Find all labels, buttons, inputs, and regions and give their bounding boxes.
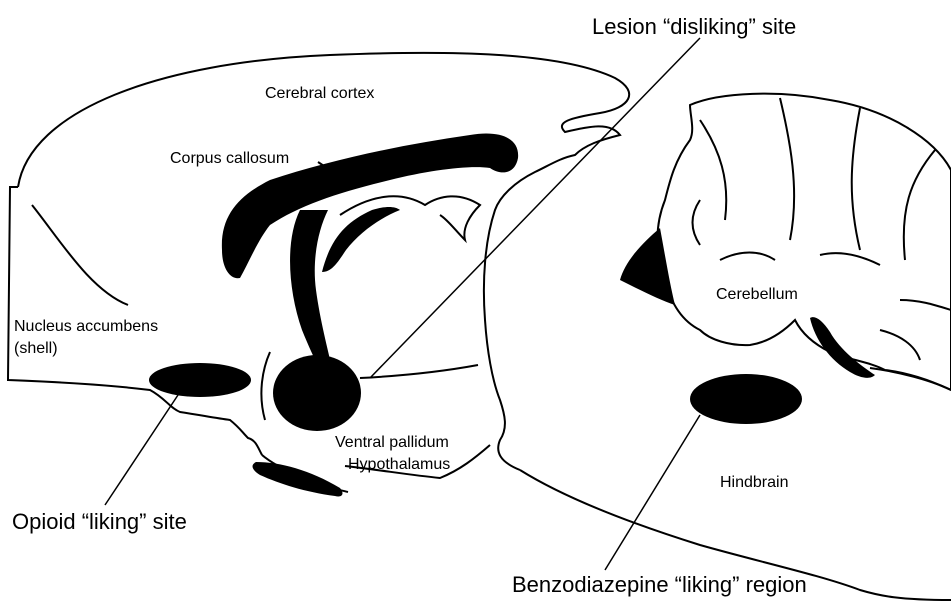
thalamus-boundary [360, 365, 478, 378]
cerebral-cortex-label: Cerebral cortex [265, 85, 374, 103]
cerebellum-label: Cerebellum [716, 286, 798, 304]
cortical-sulcus-line [32, 205, 128, 305]
opioid-liking-site-label: Opioid “liking” site [12, 509, 187, 534]
hindbrain-upper-outline [870, 368, 951, 390]
fornix-band [290, 210, 332, 370]
lesion-disliking-site-marker[interactable] [273, 355, 361, 431]
opioid-liking-site-marker[interactable] [149, 363, 251, 397]
lesion-callout-line [370, 38, 700, 378]
hindbrain-label: Hindbrain [720, 474, 788, 492]
benzodiazepine-liking-region-marker[interactable] [690, 374, 802, 424]
hypothalamus-label: Hypothalamus [348, 456, 450, 474]
cerebellum-folia [693, 98, 951, 360]
nucleus-accumbens-sub-label: (shell) [14, 340, 58, 358]
ventral-pallidum-label: Ventral pallidum [335, 434, 449, 452]
cerebellum-dark-region [620, 228, 675, 305]
lateral-ventricle [322, 207, 400, 272]
pallidum-boundary [261, 352, 270, 420]
optic-chiasm-shape [253, 462, 343, 497]
nucleus-accumbens-label: Nucleus accumbens [14, 318, 158, 336]
lesion-disliking-site-label: Lesion “disliking” site [592, 14, 796, 39]
fourth-ventricle [810, 317, 875, 378]
benzodiazepine-liking-region-label: Benzodiazepine “liking” region [512, 572, 807, 597]
corpus-callosum-label: Corpus callosum [170, 150, 289, 168]
benzodiazepine-callout-line [605, 415, 700, 570]
opioid-callout-line [105, 392, 180, 505]
cerebellum-outline [658, 94, 951, 390]
